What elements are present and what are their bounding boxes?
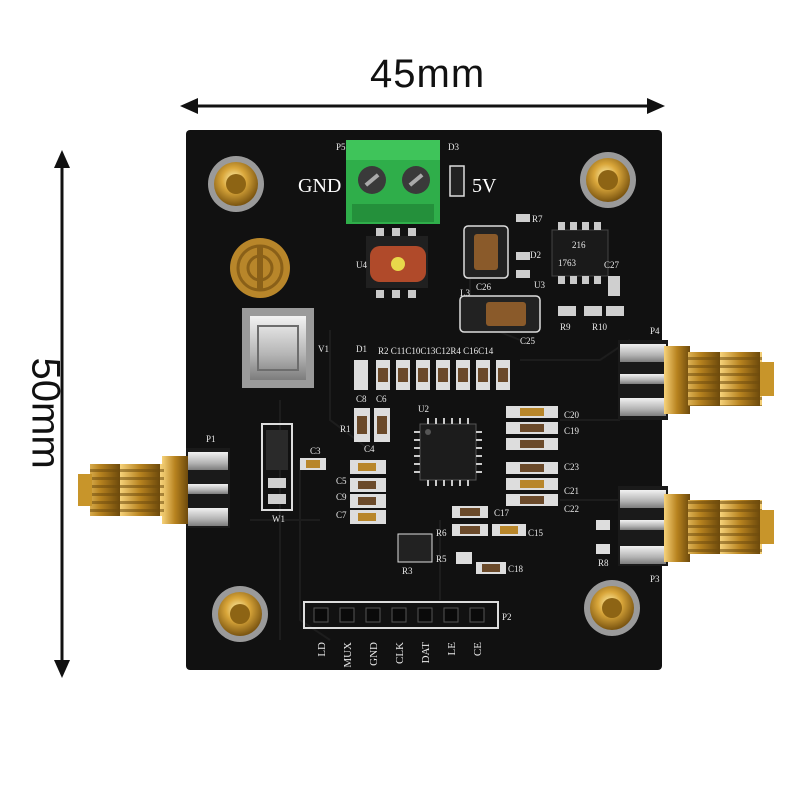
c21-designator: C21: [564, 486, 579, 496]
r3-designator: R3: [402, 566, 413, 576]
resistor: [596, 520, 610, 530]
sma-connector-p3: [618, 486, 774, 566]
capacitor-c26: [463, 225, 509, 279]
pin-label-ce: CE: [472, 642, 484, 656]
capacitor-row-designators: R2 C11C10C13C12R4 C16C14: [378, 346, 494, 356]
u4-designator: U4: [356, 260, 367, 270]
d2-designator: D2: [530, 250, 541, 260]
sma-connector-p1: [78, 448, 230, 528]
sma-connector-p4: [618, 340, 774, 420]
c26-designator: C26: [476, 282, 492, 292]
c20-designator: C20: [564, 410, 580, 420]
c27-designator: C27: [604, 260, 620, 270]
capacitor-row: [354, 360, 510, 390]
vcc-label: 5V: [472, 175, 497, 197]
pll-synthesizer-ic-u2: [414, 418, 482, 486]
c25-designator: C25: [520, 336, 536, 346]
crystal-oscillator-v1: [242, 308, 314, 388]
c7-designator: C7: [336, 510, 347, 520]
c22-designator: C22: [564, 504, 579, 514]
jumper-w1: [261, 423, 293, 511]
ic-marking: 216: [572, 240, 586, 250]
r1-designator: R1: [340, 424, 351, 434]
header-pin-labels: LD MUX GND CLK DAT LE CE: [316, 642, 484, 668]
inductor-u4: [366, 228, 428, 298]
d1-designator: D1: [356, 344, 367, 354]
p2-designator: P2: [502, 612, 512, 622]
c18-designator: C18: [508, 564, 524, 574]
mounting-hole: [580, 152, 636, 208]
pcb-board: [186, 130, 662, 670]
inductor-l3: [459, 295, 541, 333]
v1-designator: V1: [318, 344, 329, 354]
c4-designator: C4: [364, 444, 375, 454]
left-capacitor-column: [300, 408, 390, 524]
u3-designator: U3: [534, 280, 545, 290]
r5-designator: R5: [436, 554, 447, 564]
led-d3: [449, 165, 465, 197]
r6-designator: R6: [436, 528, 447, 538]
pin-label-ld: LD: [316, 642, 328, 657]
c9-designator: C9: [336, 492, 347, 502]
mounting-hole: [208, 156, 264, 212]
height-dimension-arrow: [54, 150, 70, 678]
gnd-label: GND: [298, 175, 341, 197]
width-dimension-label: 45mm: [370, 52, 486, 96]
r10-designator: R10: [592, 322, 608, 332]
c5-designator: C5: [336, 476, 347, 486]
r9-designator: R9: [560, 322, 571, 332]
antenna-logo-pad: [230, 238, 290, 298]
l3-designator: L3: [460, 288, 470, 298]
pin-label-le: LE: [446, 642, 458, 656]
resistor: [596, 544, 610, 554]
c15-designator: C15: [528, 528, 544, 538]
pin-label-mux: MUX: [342, 642, 354, 668]
c6-designator: C6: [376, 394, 387, 404]
mounting-hole: [212, 586, 268, 642]
right-capacitor-column: [506, 406, 558, 506]
width-dimension-arrow: [180, 98, 665, 114]
p1-designator: P1: [206, 434, 216, 444]
mounting-hole: [584, 580, 640, 636]
u2-designator: U2: [418, 404, 429, 414]
c8-designator: C8: [356, 394, 367, 404]
c3-designator: C3: [310, 446, 321, 456]
pin-label-clk: CLK: [394, 642, 406, 664]
c17-designator: C17: [494, 508, 510, 518]
p4-designator: P4: [650, 326, 660, 336]
pin-label-dat: DAT: [420, 642, 432, 664]
lower-passive-components: [397, 506, 526, 574]
p3-designator: P3: [650, 574, 660, 584]
power-terminal-block: [346, 140, 440, 224]
pin-header-p2: [303, 601, 499, 629]
pin-label-gnd: GND: [368, 642, 380, 666]
p5-designator: P5: [336, 142, 346, 152]
regulator-ic-u3: [551, 222, 609, 284]
c23-designator: C23: [564, 462, 580, 472]
passive-components: [516, 214, 624, 316]
d3-designator: D3: [448, 142, 459, 152]
w1-designator: W1: [272, 514, 285, 524]
r8-designator: R8: [598, 558, 609, 568]
ic-part-number: 1763: [558, 258, 577, 268]
r7-designator: R7: [532, 214, 543, 224]
c19-designator: C19: [564, 426, 580, 436]
